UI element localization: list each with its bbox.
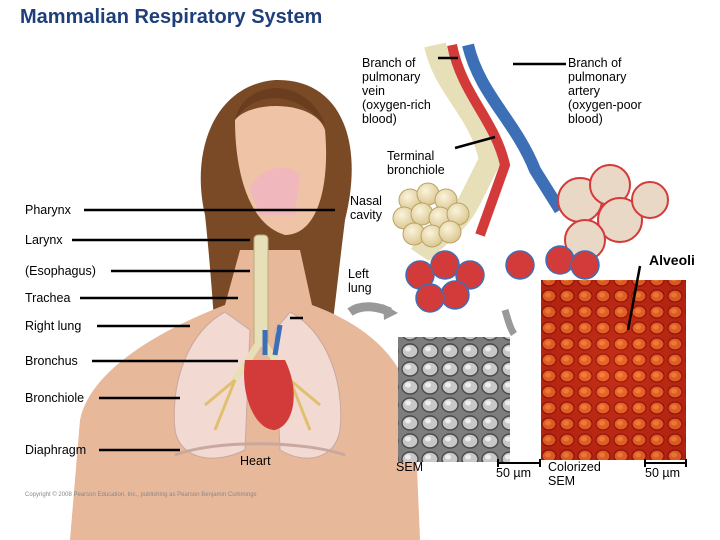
label-pulmonary-artery-branch: Branch of pulmonary artery (oxygen-poor … (568, 56, 642, 126)
label-trachea: Trachea (25, 291, 71, 305)
label-leader-lines (72, 56, 642, 452)
label-larynx: Larynx (25, 233, 63, 247)
label-alveoli: Alveoli (649, 252, 695, 268)
sem-micrograph (398, 337, 510, 462)
label-bronchiole: Bronchiole (25, 391, 85, 405)
label-nasal-cavity: Nasal cavity (350, 194, 382, 222)
label-bronchus: Bronchus (25, 354, 78, 368)
label-pharynx: Pharynx (25, 203, 71, 217)
label-scale-sem: 50 µm (496, 466, 531, 480)
label-terminal-bronchiole: Terminal bronchiole (387, 149, 445, 177)
alveolar-sacs-illustration (347, 42, 669, 336)
label-left-lung: Left lung (348, 267, 372, 295)
label-right-lung: Right lung (25, 319, 82, 333)
copyright-notice: Copyright © 2008 Pearson Education, Inc.… (25, 492, 257, 498)
label-diaphragm: Diaphragm (25, 443, 87, 457)
diagram-title: Mammalian Respiratory System (20, 6, 323, 28)
label-esophagus: (Esophagus) (25, 264, 96, 278)
human-figure (70, 79, 420, 540)
label-colorized-sem: Colorized SEM (548, 460, 601, 488)
label-pulmonary-vein-branch: Branch of pulmonary vein (oxygen-rich bl… (362, 56, 431, 126)
scale-bars (497, 459, 687, 467)
label-sem: SEM (396, 460, 424, 474)
label-heart: Heart (240, 454, 271, 468)
label-scale-colorized-sem: 50 µm (645, 466, 680, 480)
